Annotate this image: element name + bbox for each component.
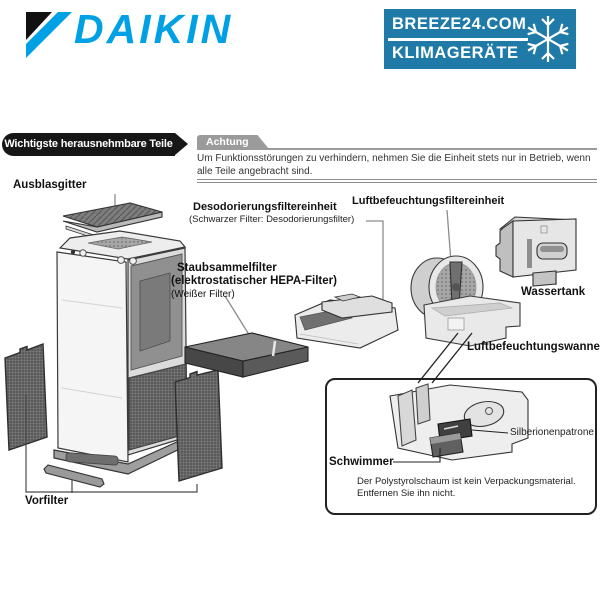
achtung-title: Achtung (206, 136, 249, 148)
desodorierungsfilter-unit (294, 293, 399, 349)
callout-note-line2: Entfernen Sie ihn nicht. (357, 488, 456, 499)
wassertank-illustration (495, 216, 577, 287)
label-desodorierung-sub: (Schwarzer Filter: Desodorierungsfilter) (189, 214, 355, 225)
section-title: Wichtigste herausnehmbare Teile (4, 138, 173, 150)
label-silberionenpatrone: Silberionenpatrone (510, 427, 594, 438)
luftbefeuchtung-assembly (410, 255, 521, 347)
callout-note-text: Der Polystyrolschaum ist kein Verpackung… (357, 476, 576, 500)
callout-connector-lines (417, 332, 473, 384)
prefilter-right-panel (174, 369, 223, 482)
callout-note-line1: Der Polystyrolschaum ist kein Verpackung… (357, 476, 576, 487)
label-luftbefeuchtungswanne: Luftbefeuchtungswanne (467, 341, 600, 353)
label-vorfilter: Vorfilter (25, 495, 69, 507)
prefilter-bar (43, 464, 105, 488)
badge-divider (388, 38, 528, 41)
label-desodorierungsfiltereinheit: Desodorierungsfiltereinheit (193, 201, 337, 213)
breeze24-badge: BREEZE24.COM KLIMAGERÄTE (384, 9, 576, 69)
snowflake-icon (527, 16, 569, 62)
label-staubsammelfilter-weiss: (Weißer Filter) (171, 289, 235, 300)
badge-subtitle-text: KLIMAGERÄTE (392, 44, 519, 62)
label-wassertank: Wassertank (521, 286, 586, 298)
achtung-bottom-rule (197, 179, 597, 183)
achtung-topline (197, 147, 597, 150)
daikin-logo-icon (26, 12, 72, 58)
air-purifier-unit (53, 230, 191, 475)
prefilter-left-panel (4, 343, 48, 451)
label-staubsammelfilter-hepa: (elektrostatischer HEPA-Filter) (171, 275, 337, 287)
vorfilter-connector-lines (25, 395, 198, 493)
achtung-body-text: Um Funktionsstörungen zu verhindern, neh… (197, 153, 591, 177)
label-luftbefeuchtungsfiltereinheit: Luftbefeuchtungsfiltereinheit (352, 195, 505, 207)
label-staubsammelfilter: Staubsammelfilter (177, 262, 277, 274)
label-schwimmer: Schwimmer (329, 456, 394, 468)
label-ausblasgitter: Ausblasgitter (13, 179, 87, 191)
staubsammelfilter-block (184, 332, 309, 378)
ausblasgitter-panel (62, 202, 163, 241)
section-title-badge: Wichtigste herausnehmbare Teile (2, 133, 188, 156)
badge-site-text: BREEZE24.COM (392, 15, 527, 33)
daikin-logo: DAIKIN (24, 6, 264, 60)
achtung-badge: Achtung (197, 135, 269, 149)
daikin-wordmark: DAIKIN (74, 6, 234, 52)
